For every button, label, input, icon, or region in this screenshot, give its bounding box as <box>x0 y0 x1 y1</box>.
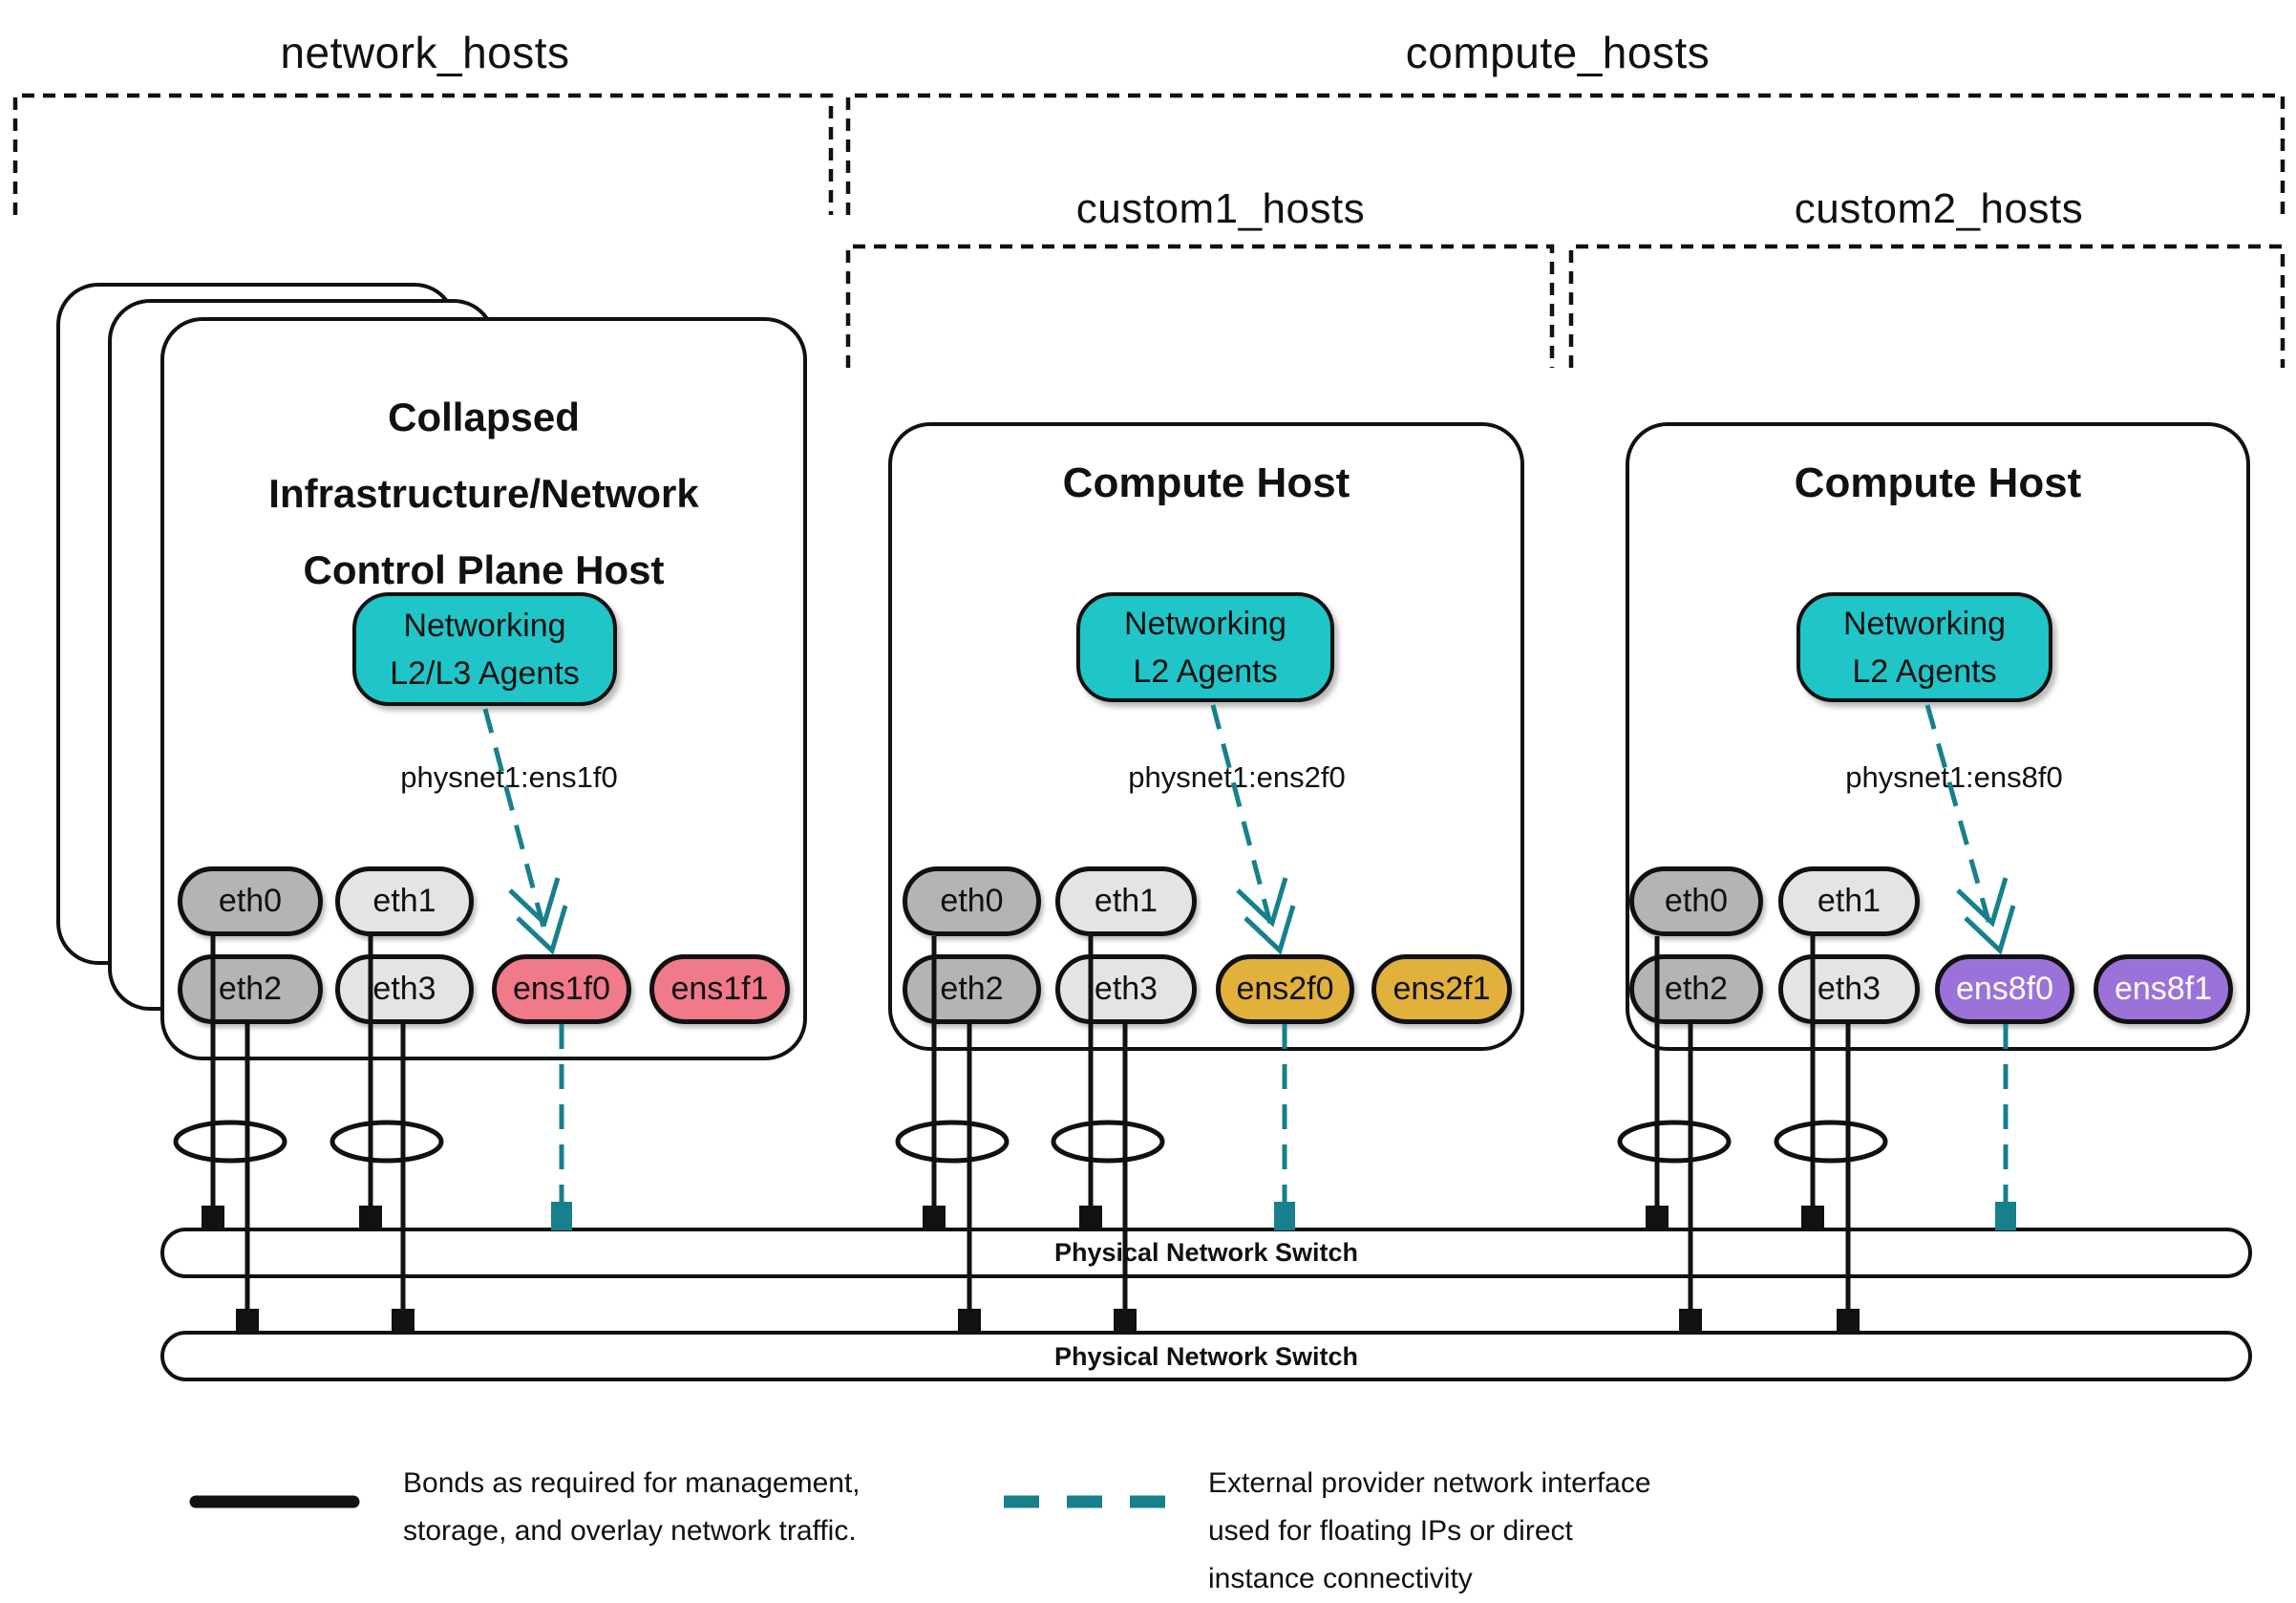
nic-pill-eth1: eth1 <box>1778 866 1920 936</box>
compute-host2-title: Compute Host <box>1794 460 2082 506</box>
nic-pill-ens8f0: ens8f0 <box>1935 954 2074 1024</box>
external-connection-dot <box>1274 1202 1295 1230</box>
custom2-hosts-bracket <box>1568 244 2285 368</box>
collapsed-host-title-line1: Collapsed <box>388 395 580 439</box>
connection-dot <box>1801 1206 1824 1229</box>
connection-dot <box>958 1309 981 1332</box>
bond-ellipse <box>1617 1120 1732 1164</box>
legend-external-line3: instance connectivity <box>1208 1563 1473 1594</box>
connection-dot <box>1679 1309 1702 1332</box>
connection-dot <box>923 1206 946 1229</box>
nic-pill-ens1f0: ens1f0 <box>492 954 631 1024</box>
nic-pill-eth1: eth1 <box>335 866 474 936</box>
nic-pill-eth3: eth3 <box>1055 954 1197 1024</box>
agent-box-l2-host2: Networking L2 Agents <box>1796 592 2052 702</box>
bond-ellipse <box>173 1120 287 1164</box>
legend-bond-line2: storage, and overlay network traffic. <box>403 1515 857 1547</box>
network-hosts-bracket <box>12 93 834 215</box>
legend-external-line2: used for floating IPs or direct <box>1208 1515 1573 1547</box>
nic-pill-eth3: eth3 <box>335 954 474 1024</box>
connection-dot <box>392 1309 415 1332</box>
agent-label-line1: Networking <box>1123 605 1287 642</box>
bond-ellipse <box>330 1120 444 1164</box>
switch1-label: Physical Network Switch <box>1053 1238 1359 1267</box>
switch-bar-1 <box>160 1228 2252 1278</box>
compute-host1-title: Compute Host <box>1062 460 1350 506</box>
bond-ellipse <box>1774 1120 1888 1164</box>
collapsed-host-title-line3: Control Plane Host <box>303 547 665 592</box>
agent-box-l2-host1: Networking L2 Agents <box>1076 592 1334 702</box>
legend-bond-text: Bonds as required for management, storag… <box>403 1460 861 1555</box>
nic-pill-eth0: eth0 <box>1629 866 1763 936</box>
legend-external-line1: External provider network interface <box>1208 1467 1651 1499</box>
nic-pill-ens2f0: ens2f0 <box>1216 954 1354 1024</box>
physnet-label-ens8f0: physnet1:ens8f0 <box>1845 760 2063 794</box>
nic-pill-ens8f1: ens8f1 <box>2094 954 2233 1024</box>
nic-pill-ens2f1: ens2f1 <box>1371 954 1512 1024</box>
legend-bond-line1: Bonds as required for management, <box>403 1467 861 1499</box>
agent-label-line1: Networking <box>1842 605 2007 642</box>
agent-label-line2: L2 Agents <box>1852 652 1997 690</box>
nic-pill-eth0: eth0 <box>178 866 323 936</box>
switch-bar-2 <box>160 1331 2252 1381</box>
collapsed-host-title-line2: Infrastructure/Network <box>268 471 699 516</box>
nic-pill-eth2: eth2 <box>178 954 323 1024</box>
connection-dot <box>1079 1206 1102 1229</box>
nic-pill-eth0: eth0 <box>903 866 1041 936</box>
nic-pill-eth1: eth1 <box>1055 866 1197 936</box>
external-connection-dot <box>551 1202 572 1230</box>
group-label-network-hosts: network_hosts <box>280 28 570 77</box>
connection-dot <box>1837 1309 1860 1332</box>
connection-dot <box>1646 1206 1669 1229</box>
physnet-label-ens2f0: physnet1:ens2f0 <box>1128 760 1346 794</box>
bond-ellipse <box>1051 1120 1165 1164</box>
connection-dot <box>359 1206 382 1229</box>
group-label-compute-hosts: compute_hosts <box>1405 28 1711 77</box>
external-connection-dot <box>1995 1202 2016 1230</box>
agent-label-line2: L2 Agents <box>1133 652 1278 690</box>
legend-external-text: External provider network interface used… <box>1208 1460 1651 1603</box>
agent-box-l2l3: Networking L2/L3 Agents <box>352 592 617 706</box>
connection-dot <box>236 1309 259 1332</box>
bond-ellipse <box>895 1120 1010 1164</box>
collapsed-host-title: Collapsed Infrastructure/Network Control… <box>160 379 807 609</box>
group-label-custom2-hosts: custom2_hosts <box>1794 185 2084 232</box>
nic-pill-eth3: eth3 <box>1778 954 1920 1024</box>
nic-pill-eth2: eth2 <box>903 954 1041 1024</box>
switch2-label: Physical Network Switch <box>1053 1342 1359 1371</box>
nic-pill-ens1f1: ens1f1 <box>649 954 790 1024</box>
agent-label-line2: L2/L3 Agents <box>390 654 580 692</box>
agent-label-line1: Networking <box>403 607 566 644</box>
physnet-label-ens1f0: physnet1:ens1f0 <box>400 760 618 794</box>
nic-pill-eth2: eth2 <box>1629 954 1763 1024</box>
group-label-custom1-hosts: custom1_hosts <box>1075 185 1366 232</box>
compute-host1-box <box>888 422 1524 1051</box>
connection-dot <box>202 1206 224 1229</box>
custom1-hosts-bracket <box>845 244 1555 368</box>
connection-dot <box>1114 1309 1137 1332</box>
